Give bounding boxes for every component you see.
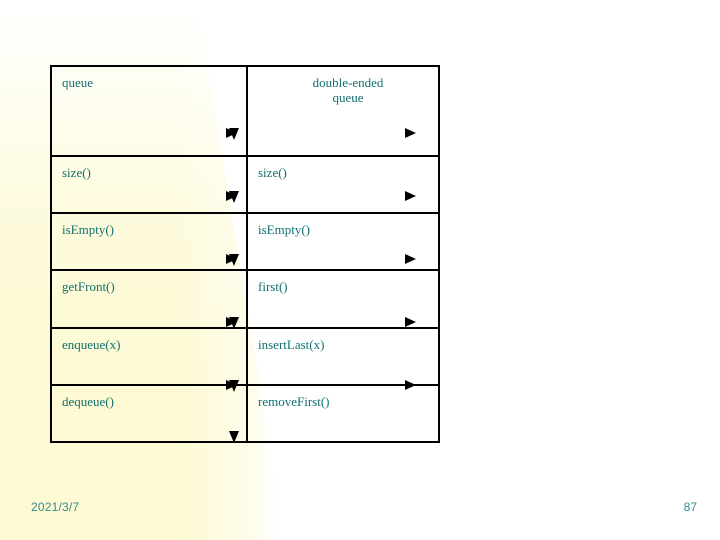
cell-queue-op: enqueue(x) <box>50 326 248 386</box>
cell-deque-op: insertLast(x) <box>246 326 440 386</box>
header-label-deque-line1: double-ended <box>312 75 384 90</box>
cell-queue-op: getFront() <box>50 269 248 329</box>
cell-queue-op: size() <box>50 155 248 215</box>
cell-deque-op: size() <box>246 155 440 215</box>
cell-deque-op: first() <box>246 269 440 329</box>
footer-date: 2021/3/7 <box>31 500 80 514</box>
cell-deque-op: isEmpty() <box>246 212 440 272</box>
deque-op-label: insertLast(x) <box>258 336 325 352</box>
header-cell-queue: queue <box>50 64 248 158</box>
deque-op-label: isEmpty() <box>258 222 310 238</box>
deque-op-label: first() <box>258 279 288 295</box>
queue-vs-deque-table: queue double-ended queue size() size() <box>50 64 440 444</box>
cell-deque-op: removeFirst() <box>246 383 440 444</box>
footer-page-number: 87 <box>683 500 697 514</box>
deque-op-label: removeFirst() <box>258 393 330 409</box>
queue-op-label: dequeue() <box>62 393 114 409</box>
header-label-queue: queue <box>62 75 94 90</box>
cell-queue-op: isEmpty() <box>50 212 248 272</box>
table-row: size() size() <box>50 155 440 215</box>
header-label-deque-line2: queue <box>332 89 364 105</box>
table-row: dequeue() removeFirst() <box>50 383 440 444</box>
cell-queue-op: dequeue() <box>50 383 248 444</box>
queue-op-label: isEmpty() <box>62 222 114 238</box>
comparison-table-container: queue double-ended queue size() size() <box>50 64 440 444</box>
deque-op-label: size() <box>258 165 287 181</box>
table-row: getFront() first() <box>50 269 440 329</box>
header-cell-deque: double-ended queue <box>246 64 440 158</box>
queue-op-label: size() <box>62 165 91 181</box>
queue-op-label: enqueue(x) <box>62 336 121 352</box>
table-header-row: queue double-ended queue <box>50 64 440 158</box>
table-row: isEmpty() isEmpty() <box>50 212 440 272</box>
table-body: queue double-ended queue size() size() <box>50 64 440 444</box>
queue-op-label: getFront() <box>62 279 115 295</box>
table-row: enqueue(x) insertLast(x) <box>50 326 440 386</box>
